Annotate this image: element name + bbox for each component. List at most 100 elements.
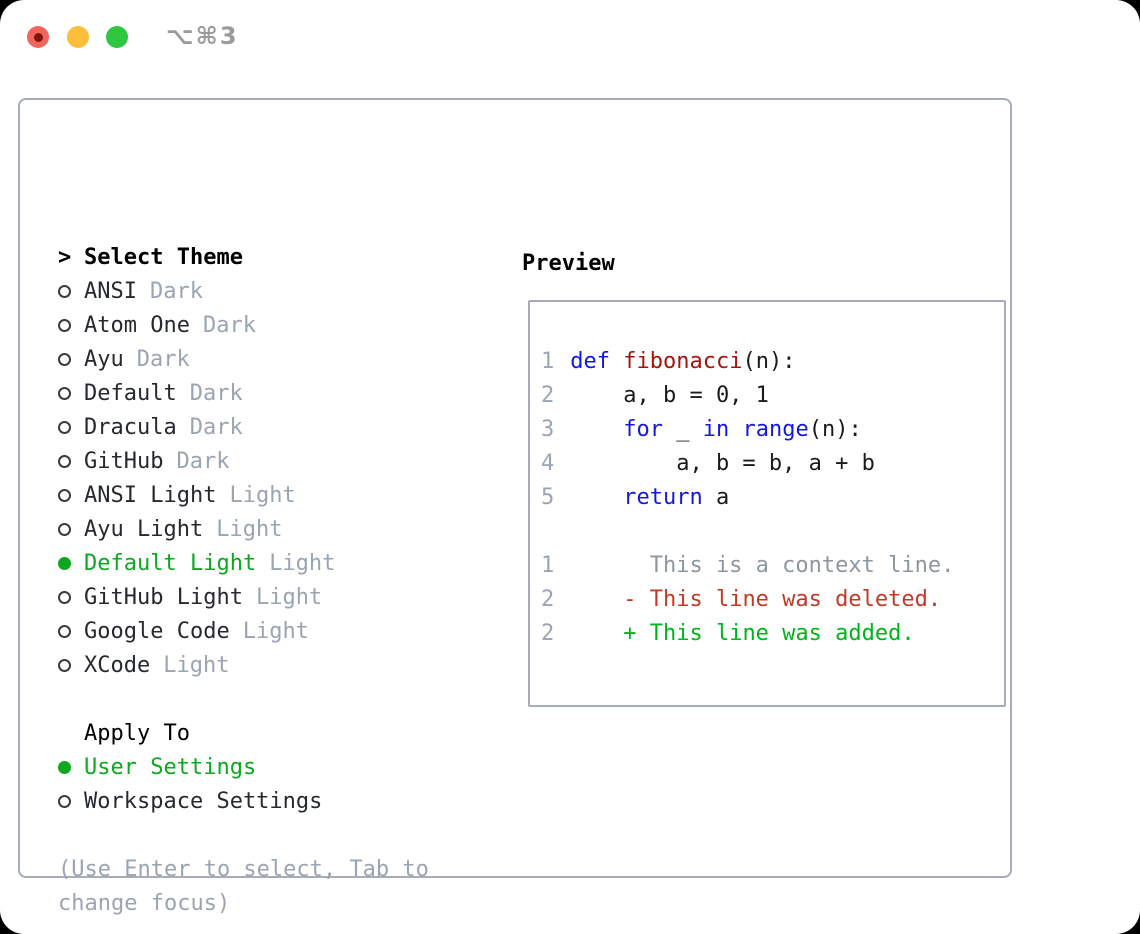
radio-icon — [58, 522, 71, 536]
theme-option[interactable]: Ayu Light Light — [58, 512, 429, 546]
theme-variant: Dark — [189, 414, 243, 440]
radio-icon — [58, 624, 71, 638]
code-token — [557, 587, 623, 612]
radio-marker — [58, 658, 84, 672]
preview-code-line: 3 for _ in range(n): — [541, 412, 996, 446]
line-number: 2 — [541, 586, 555, 612]
radio-marker — [58, 318, 84, 332]
theme-name: XCode — [84, 652, 151, 678]
radio-selected-icon — [58, 760, 71, 774]
radio-icon — [58, 420, 71, 434]
theme-variant: Dark — [189, 380, 243, 406]
line-number: 4 — [541, 450, 555, 476]
radio-marker — [58, 386, 84, 400]
radio-icon — [58, 794, 71, 808]
code-token: a, b = 0, 1 — [557, 382, 769, 408]
apply-option[interactable]: Workspace Settings — [58, 784, 429, 818]
hint-line-2: change focus) — [58, 890, 231, 916]
theme-variant: Light — [216, 516, 283, 542]
radio-marker — [58, 590, 84, 604]
theme-list-header: > Select Theme — [58, 240, 429, 274]
line-number: 1 — [541, 552, 555, 578]
theme-name: Ayu Light — [84, 516, 204, 542]
code-text: This is a context line. — [557, 552, 955, 578]
code-token — [729, 417, 742, 442]
radio-marker — [58, 488, 84, 502]
code-token: return — [623, 484, 703, 510]
radio-icon — [58, 488, 71, 502]
radio-icon — [58, 590, 71, 604]
line-number: 5 — [541, 484, 555, 510]
apply-to-title: Apply To — [84, 720, 190, 746]
hint-text: (Use Enter to select, Tab to change focu… — [58, 852, 429, 920]
minimize-button[interactable] — [67, 26, 89, 48]
close-button[interactable] — [27, 26, 49, 48]
preview-code-line: 5 return a — [541, 480, 996, 514]
theme-variant: Dark — [176, 448, 230, 474]
radio-icon — [58, 352, 71, 366]
radio-marker — [58, 454, 84, 468]
theme-variant: Dark — [149, 278, 203, 304]
code-token: def — [570, 348, 610, 374]
code-token: fibonacci — [623, 348, 743, 374]
window-shortcut-label: ⌥⌘3 — [166, 22, 239, 50]
theme-option[interactable]: XCode Light — [58, 648, 429, 682]
code-text: a, b = b, a + b — [557, 451, 875, 476]
selection-cursor-icon: > — [58, 244, 72, 270]
theme-variant: Dark — [202, 312, 256, 338]
radio-icon — [58, 454, 71, 468]
theme-list-title: Select Theme — [84, 244, 243, 270]
code-token: - This line was deleted. — [623, 586, 942, 612]
code-token: (n): — [742, 348, 796, 374]
code-text: for _ in range(n): — [557, 417, 861, 442]
theme-name: Default Light — [84, 550, 257, 576]
radio-marker — [58, 556, 84, 570]
preview-code-line: 2 + This line was added. — [541, 616, 996, 650]
code-token: This is a context line. — [557, 552, 955, 578]
code-token: a, b = b, a + b — [557, 450, 875, 476]
close-dot-icon — [33, 32, 43, 42]
theme-name: Atom One — [84, 312, 190, 338]
theme-name: GitHub Light — [84, 584, 243, 610]
code-token: + This line was added. — [623, 620, 915, 646]
code-token — [557, 349, 570, 374]
radio-marker — [58, 284, 84, 298]
code-token — [557, 485, 623, 510]
radio-icon — [58, 284, 71, 298]
theme-option[interactable]: Default Dark — [58, 376, 429, 410]
section-gap — [58, 682, 429, 716]
preview-code-line: 2 - This line was deleted. — [541, 582, 996, 616]
apply-option-label: Workspace Settings — [84, 788, 323, 814]
zoom-button[interactable] — [106, 26, 128, 48]
code-text: return a — [557, 485, 729, 510]
theme-variant: Light — [255, 584, 323, 610]
code-token — [557, 621, 623, 646]
theme-option[interactable]: Atom One Dark — [58, 308, 429, 342]
code-text: def fibonacci(n): — [557, 349, 795, 374]
apply-option[interactable]: User Settings — [58, 750, 429, 784]
radio-icon — [58, 318, 71, 332]
code-text: + This line was added. — [557, 620, 915, 646]
theme-option[interactable]: GitHub Light Light — [58, 580, 429, 614]
theme-variant: Light — [163, 652, 230, 678]
radio-icon — [58, 386, 71, 400]
line-number: 2 — [541, 382, 555, 408]
preview-code-line: 2 a, b = 0, 1 — [541, 378, 996, 412]
theme-name: Google Code — [84, 618, 230, 644]
preview-code-line: 1 This is a context line. — [541, 548, 996, 582]
code-token — [610, 349, 623, 374]
radio-marker — [58, 760, 84, 774]
theme-name: Default — [84, 380, 177, 406]
